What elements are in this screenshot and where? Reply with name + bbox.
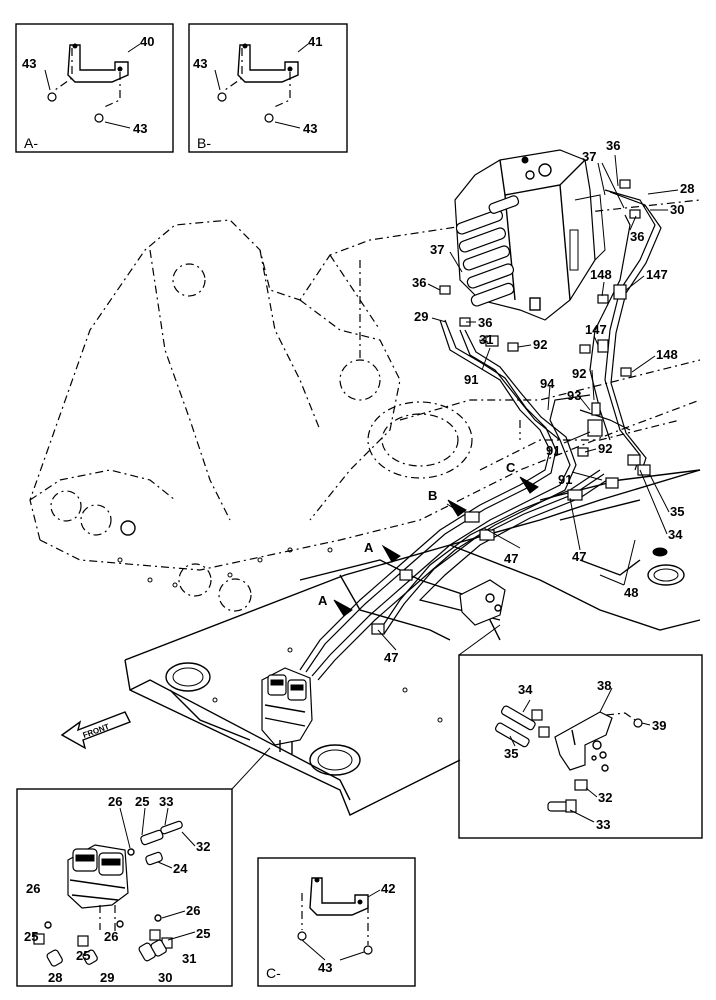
callout-25: 25 — [196, 926, 210, 941]
detail-shuttle: 38 34 39 35 32 33 — [458, 624, 703, 839]
callout-26: 26 — [108, 794, 122, 809]
callout-34: 34 — [518, 682, 533, 697]
detail-pedal-frame — [16, 788, 233, 987]
view-marker-c: C — [506, 460, 516, 475]
pilot-hoses — [299, 179, 662, 681]
callout-147: 147 — [646, 267, 668, 282]
callout-40: 40 — [140, 34, 154, 49]
callout-39: 39 — [652, 718, 666, 733]
callouts: 36 37 28 30 36 37 36 148 147 29 36 31 92… — [377, 138, 694, 665]
callout-34: 34 — [668, 527, 683, 542]
callout-92: 92 — [533, 337, 547, 352]
callout-38: 38 — [597, 678, 611, 693]
callout-32: 32 — [196, 839, 210, 854]
control-valve — [454, 149, 606, 321]
bracket-42 — [309, 877, 369, 916]
callout-48: 48 — [624, 585, 638, 600]
callout-37: 37 — [430, 242, 444, 257]
inset-c: 42 43 C- — [257, 857, 416, 987]
bolt-leader — [54, 48, 73, 91]
detail-shuttle-frame — [458, 654, 703, 839]
callout-147: 147 — [585, 322, 607, 337]
bolt-icon — [47, 92, 57, 102]
callout-43: 43 — [133, 121, 147, 136]
view-marker-a: A — [318, 593, 328, 608]
callout-47: 47 — [504, 551, 518, 566]
bolt-leader — [224, 48, 243, 91]
front-label: FRONT — [82, 722, 111, 740]
bolt-icon — [363, 945, 373, 955]
bolt-leader — [101, 72, 121, 109]
callout-43: 43 — [22, 56, 36, 71]
callout-94: 94 — [540, 376, 555, 391]
callout-26: 26 — [26, 881, 40, 896]
callout-42: 42 — [381, 881, 395, 896]
callout-24: 24 — [173, 861, 188, 876]
view-marker-a: A — [364, 540, 374, 555]
callout-37: 37 — [582, 149, 596, 164]
callout-93: 93 — [567, 388, 581, 403]
inset-b-caption: B- — [197, 135, 211, 151]
view-arrows: B A A C — [318, 460, 539, 617]
callout-92: 92 — [572, 366, 586, 381]
callout-32: 32 — [598, 790, 612, 805]
callout-36: 36 — [606, 138, 620, 153]
callout-26: 26 — [186, 903, 200, 918]
callout-30: 30 — [670, 202, 684, 217]
callout-25: 25 — [135, 794, 149, 809]
callout-43: 43 — [193, 56, 207, 71]
callout-25: 25 — [24, 929, 38, 944]
callout-36: 36 — [412, 275, 426, 290]
inset-c-frame — [257, 857, 416, 987]
bolt-icon — [217, 92, 227, 102]
bracket-41 — [237, 44, 299, 83]
inset-b-frame — [188, 23, 348, 153]
inset-a-frame — [15, 23, 174, 153]
view-marker-b: B — [428, 488, 437, 503]
callout-28: 28 — [680, 181, 694, 196]
inset-b: 41 43 43 B- — [188, 23, 348, 153]
callout-148: 148 — [656, 347, 678, 362]
bolt-leader — [271, 72, 291, 109]
callout-29: 29 — [414, 309, 428, 324]
callout-31: 31 — [479, 332, 493, 347]
callout-28: 28 — [48, 970, 62, 985]
callout-31: 31 — [182, 951, 196, 966]
lower-frame — [117, 469, 701, 816]
bracket-hole — [117, 66, 123, 72]
callout-91: 91 — [546, 443, 560, 458]
callout-26: 26 — [104, 929, 118, 944]
detail-pedal: 26 25 33 32 24 26 26 25 25 25 26 28 29 3… — [16, 747, 271, 987]
bolt-icon — [297, 931, 307, 941]
inset-a: 40 43 43 A- — [15, 23, 174, 153]
callout-36: 36 — [630, 229, 644, 244]
inset-a-caption: A- — [24, 135, 38, 151]
bolt-icon — [94, 113, 104, 123]
callout-47: 47 — [572, 549, 586, 564]
callout-47: 47 — [384, 650, 398, 665]
callout-29: 29 — [100, 970, 114, 985]
callout-25: 25 — [76, 948, 90, 963]
callout-43: 43 — [318, 960, 332, 975]
callout-35: 35 — [670, 504, 684, 519]
bracket-40 — [67, 44, 129, 83]
bracket-hole — [72, 43, 78, 49]
pedal-valve — [261, 667, 313, 754]
bolt-icon — [264, 113, 274, 123]
callout-41: 41 — [308, 34, 322, 49]
callout-35: 35 — [504, 746, 518, 761]
front-arrow: FRONT — [60, 711, 131, 750]
callout-92: 92 — [598, 441, 612, 456]
callout-148: 148 — [590, 267, 612, 282]
callout-30: 30 — [158, 970, 172, 985]
callout-91: 91 — [464, 372, 478, 387]
callout-33: 33 — [159, 794, 173, 809]
valve-spools — [455, 195, 520, 307]
callout-43: 43 — [303, 121, 317, 136]
callout-33: 33 — [596, 817, 610, 832]
callout-36: 36 — [478, 315, 492, 330]
inset-c-caption: C- — [266, 965, 281, 981]
callout-91: 91 — [558, 472, 572, 487]
